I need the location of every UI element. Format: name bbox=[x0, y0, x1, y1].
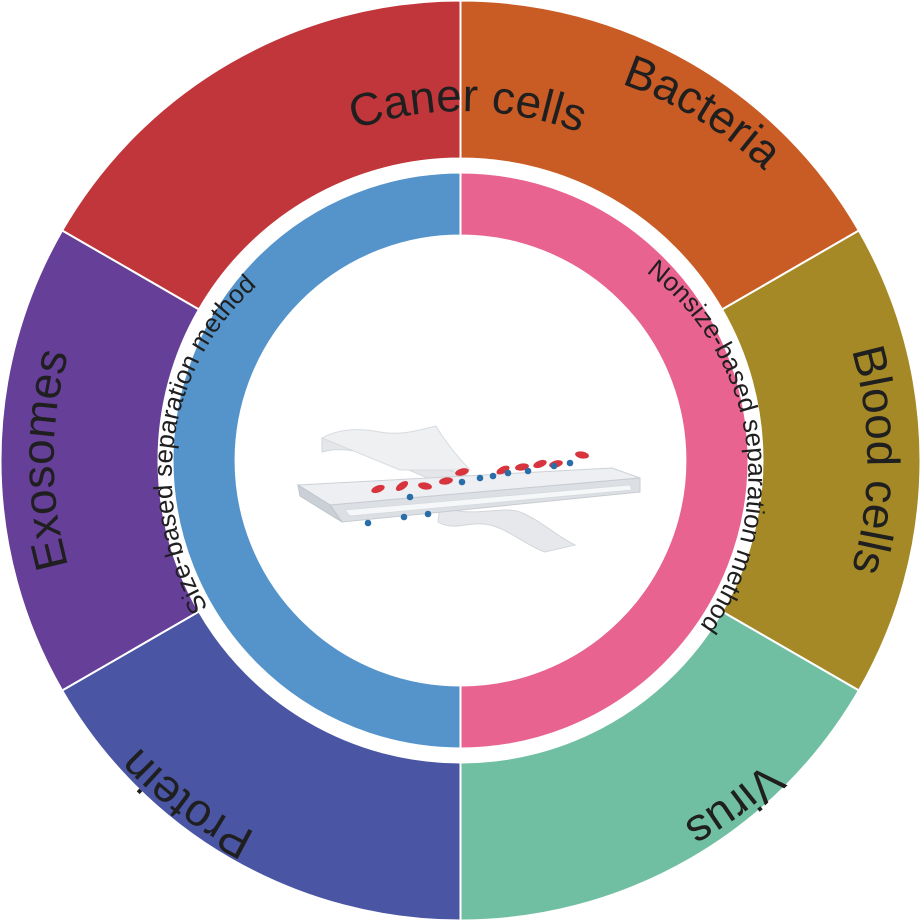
blue-particle bbox=[424, 510, 432, 518]
inner-ring bbox=[171, 171, 750, 750]
inner-segment-nonsize-based bbox=[459, 171, 750, 750]
red-cell bbox=[418, 482, 432, 490]
blue-particle bbox=[400, 513, 408, 521]
microfluidic-channel-icon bbox=[296, 425, 641, 553]
red-cell bbox=[455, 468, 469, 476]
inner-segment-size-based bbox=[171, 171, 462, 750]
red-cell bbox=[515, 463, 529, 471]
particles bbox=[364, 451, 589, 527]
outer-segment-cancer-cells bbox=[60, 0, 462, 311]
blue-particle bbox=[489, 472, 497, 480]
blue-particle bbox=[406, 493, 414, 501]
wavy-sheet-top bbox=[320, 425, 472, 471]
blue-particle bbox=[476, 474, 484, 482]
channel-left-face bbox=[297, 483, 343, 523]
blue-particle bbox=[364, 519, 372, 527]
red-cell bbox=[575, 451, 589, 459]
outer-segment-virus bbox=[459, 610, 861, 921]
outer-segment-blood-cells bbox=[720, 229, 921, 692]
blue-particle bbox=[458, 478, 466, 486]
blue-particle bbox=[524, 467, 532, 475]
outer-segment-bacteria bbox=[459, 0, 861, 311]
channel-inner-groove bbox=[344, 484, 633, 517]
blue-particle bbox=[566, 459, 574, 467]
red-cell bbox=[395, 481, 409, 491]
outer-segment-exosomes bbox=[0, 229, 201, 692]
outer-segment-protein bbox=[60, 610, 462, 921]
red-cell bbox=[439, 477, 453, 485]
blue-particle bbox=[550, 462, 558, 470]
red-cell bbox=[371, 484, 385, 494]
wavy-sheet-bottom bbox=[437, 504, 577, 553]
red-cell bbox=[533, 459, 547, 469]
blue-particle bbox=[504, 469, 512, 477]
